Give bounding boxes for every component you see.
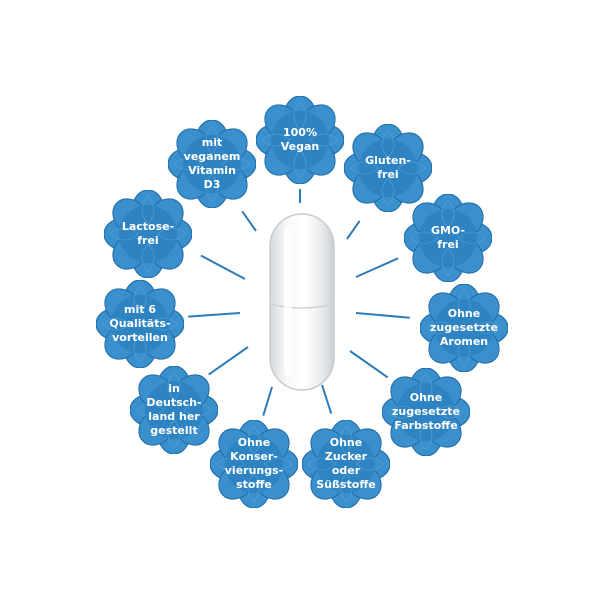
connector-line: [355, 257, 399, 278]
badge-vegan-d3: mit veganem Vitamin D3: [168, 120, 256, 208]
badge-label: Ohne Konser- vierungs- stoffe: [224, 436, 284, 491]
badge-gluten-free: Gluten- frei: [344, 124, 432, 212]
badge-lactose-free: Lactose- frei: [104, 190, 192, 278]
capsule-icon: [269, 213, 335, 391]
badge-vegan: 100% Vegan: [256, 96, 344, 184]
badge-label: mit veganem Vitamin D3: [183, 136, 241, 191]
badge-label: in Deutsch- land her gestellt: [146, 382, 202, 437]
badge-no-preservatives: Ohne Konser- vierungs- stoffe: [210, 420, 298, 508]
badge-label: 100% Vegan: [280, 126, 320, 153]
badge-label: Ohne zugesetzte Aromen: [430, 307, 498, 348]
badge-label: Gluten- frei: [365, 154, 411, 181]
badge-label: GMO- frei: [430, 224, 466, 251]
badge-label: Ohne zugesetzte Farbstoffe: [392, 391, 460, 432]
connector-line: [200, 254, 246, 280]
badge-label: mit 6 Qualitäts- vorteilen: [109, 303, 171, 344]
connector-line: [299, 189, 301, 203]
connector-line: [346, 220, 361, 240]
badge-no-dyes: Ohne zugesetzte Farbstoffe: [382, 368, 470, 456]
badge-made-in-germany: in Deutsch- land her gestellt: [130, 366, 218, 454]
badge-label: Lactose- frei: [121, 220, 175, 247]
badge-label: Ohne Zucker oder Süßstoffe: [316, 436, 376, 491]
connector-line: [188, 312, 241, 318]
badge-no-aromas: Ohne zugesetzte Aromen: [420, 284, 508, 372]
badge-no-sugar: Ohne Zucker oder Süßstoffe: [302, 420, 390, 508]
badge-gmo-free: GMO- frei: [404, 194, 492, 282]
connector-line: [241, 210, 257, 232]
connector-line: [355, 312, 410, 319]
badge-quality-benefits: mit 6 Qualitäts- vorteilen: [96, 280, 184, 368]
